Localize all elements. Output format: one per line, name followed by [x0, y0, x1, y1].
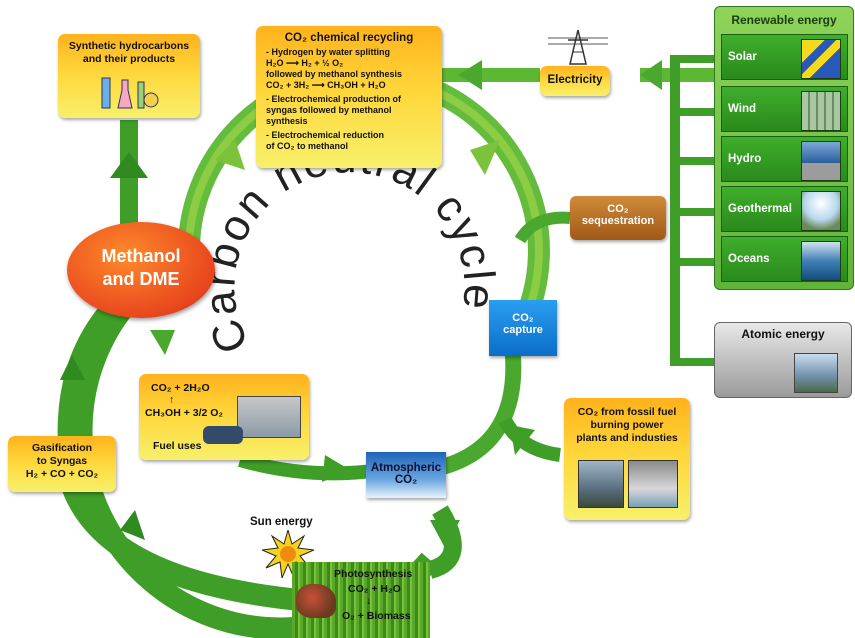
- power-tower-icon: [548, 28, 608, 66]
- recycling-items: - Hydrogen by water splitting H₂O ⟶ H₂ +…: [256, 44, 442, 152]
- car-icon: [203, 426, 243, 444]
- power-plant-icon: [628, 460, 678, 508]
- photosynthesis-box: Photosynthesis CO₂ + H₂O ↓ O₂ + Biomass: [292, 562, 430, 638]
- renewable-title: Renewable energy: [731, 13, 837, 27]
- solar-panel-icon: [801, 39, 841, 79]
- ring-head-7: [510, 425, 535, 455]
- source-label: Wind: [728, 103, 756, 115]
- atomic-panel: Atomic energy: [714, 322, 852, 398]
- source-geothermal: Geothermal: [721, 186, 848, 232]
- wave-icon: [801, 241, 841, 281]
- fuel-arrow: ↑: [169, 394, 175, 406]
- recycling-item: - Hydrogen by water splitting: [266, 47, 391, 57]
- ring-head-5: [120, 510, 145, 540]
- gasification-line-3: H₂ + CO + CO₂: [25, 468, 99, 480]
- methanol-label-1: Methanol: [101, 246, 181, 266]
- source-solar: Solar: [721, 34, 848, 80]
- atmospheric-line-2: CO₂: [394, 474, 418, 486]
- factory-icon: [578, 460, 624, 508]
- recycling-item: - Electrochemical production of: [266, 94, 402, 104]
- fossil-line: burning power: [590, 419, 664, 431]
- sun-icon: [260, 528, 316, 580]
- synthetic-hydrocarbons-box: Synthetic hydrocarbons and their product…: [58, 34, 200, 118]
- bottom-arc-arrow: [427, 505, 462, 579]
- methanol-node: Methanol and DME: [67, 222, 215, 318]
- sequestration-box: CO₂ sequestration: [570, 196, 666, 240]
- photosynthesis-eq-2: O₂ + Biomass: [342, 610, 411, 622]
- source-wind: Wind: [721, 86, 848, 132]
- source-label: Solar: [728, 51, 757, 63]
- sun-label: Sun energy: [250, 516, 313, 528]
- capture-line-1: CO₂: [512, 312, 534, 324]
- atomic-title: Atomic energy: [741, 327, 825, 341]
- ring-head-4: [60, 355, 85, 380]
- recycling-item: followed by methanol synthesis: [266, 69, 403, 79]
- fuel-to-atm-arrow: [238, 453, 381, 481]
- gasification-line-2: to Syngas: [36, 455, 88, 467]
- fuel-uses-box: CO₂ + 2H₂O ↑ CH₃OH + 3/2 O₂ Fuel uses: [139, 374, 309, 460]
- capture-line-2: capture: [503, 324, 543, 336]
- nuclear-plant-icon: [794, 353, 838, 393]
- gasification-box: Gasification to Syngas H₂ + CO + CO₂: [8, 436, 116, 492]
- biomass-icon: [296, 584, 336, 618]
- synthetic-line-2: and their products: [82, 53, 176, 65]
- recycling-item: synthesis: [266, 116, 308, 126]
- ring-head-8: [322, 455, 350, 482]
- renewable-head: [640, 60, 662, 90]
- ring-head-2: [215, 140, 245, 170]
- electricity-box: Electricity: [540, 66, 610, 96]
- photosynthesis-arrow: ↓: [366, 595, 372, 607]
- source-hydro: Hydro: [721, 136, 848, 182]
- methanol-label-2: and DME: [102, 269, 180, 289]
- geyser-icon: [801, 191, 841, 231]
- fuel-eq-2: CH₃OH + 3/2 O₂: [145, 407, 224, 419]
- recycling-item: syngas followed by methanol: [266, 105, 392, 115]
- recycling-item: CO₂ + 3H₂ ⟶ CH₃OH + H₂O: [266, 80, 386, 90]
- source-oceans: Oceans: [721, 236, 848, 282]
- recycling-item: - Electrochemical reduction: [266, 130, 385, 140]
- gasification-line-1: Gasification: [31, 442, 93, 454]
- atmospheric-box: Atmospheric CO₂: [366, 452, 446, 498]
- sequestration-arrow: [514, 211, 571, 244]
- electricity-label: Electricity: [547, 74, 603, 86]
- recycling-title: CO₂ chemical recycling: [284, 32, 414, 44]
- co2-recycling-box: CO₂ chemical recycling - Hydrogen by wat…: [256, 26, 442, 168]
- sequestration-line-1: CO₂: [607, 203, 629, 215]
- fossil-line: plants and industies: [576, 432, 678, 444]
- electricity-head: [458, 60, 482, 90]
- ring-head-6: [430, 520, 460, 548]
- industrial-plant-icon: [237, 396, 301, 438]
- photosynthesis-eq-1: CO₂ + H₂O: [348, 583, 401, 595]
- synthetic-line-1: Synthetic hydrocarbons: [68, 40, 190, 52]
- source-label: Hydro: [728, 153, 762, 165]
- photosynthesis-title: Photosynthesis: [334, 568, 413, 580]
- dam-icon: [801, 141, 841, 181]
- source-label: Geothermal: [728, 203, 792, 215]
- ring-head-1: [470, 140, 500, 175]
- fossil-arrow: [498, 416, 562, 462]
- recycling-item: of CO₂ to methanol: [266, 141, 348, 151]
- fossil-fuel-box: CO₂ from fossil fuel burning power plant…: [564, 398, 690, 520]
- left-bottom-arrow: [59, 476, 302, 611]
- methanol-up-head: [110, 152, 148, 178]
- lab-glassware-icon: [98, 72, 160, 112]
- wind-turbine-icon: [801, 91, 841, 131]
- source-label: Oceans: [728, 253, 770, 265]
- fossil-line: CO₂ from fossil fuel: [577, 406, 677, 418]
- fuel-eq-1: CO₂ + 2H₂O: [151, 382, 210, 394]
- fuel-label: Fuel uses: [153, 440, 202, 452]
- capture-box: CO₂ capture: [489, 300, 557, 356]
- ring-head-3: [150, 330, 175, 355]
- sequestration-line-2: sequestration: [581, 215, 655, 227]
- recycling-item: H₂O ⟶ H₂ + ½ O₂: [266, 58, 344, 68]
- atmospheric-line-1: Atmospheric: [370, 462, 442, 474]
